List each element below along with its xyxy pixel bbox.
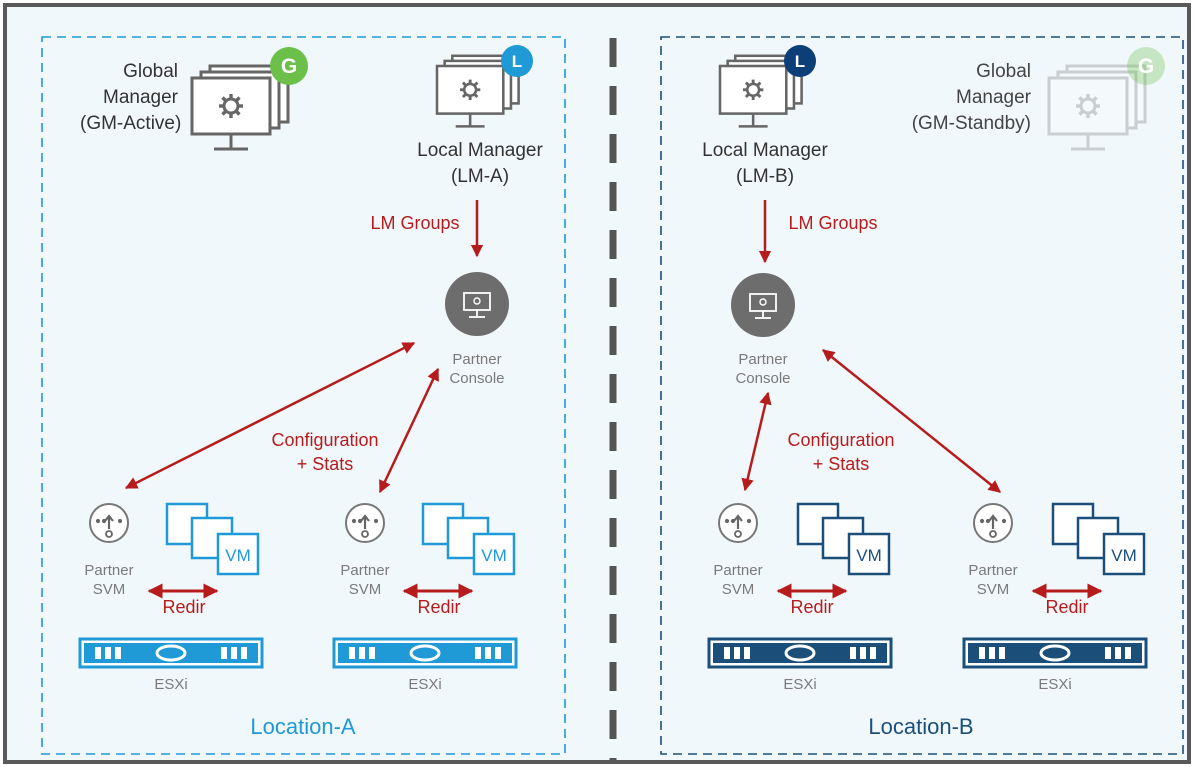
svm-a2-icon [344, 502, 386, 544]
config-arrow-b1 [741, 391, 772, 492]
gm-standby-line-2: Manager [956, 87, 1031, 108]
partner-console-a-label: Partner Console [437, 350, 517, 388]
gm-standby-line-1: Global [976, 61, 1031, 82]
svm-a1-line-1: Partner [84, 562, 134, 579]
esxi-b1-icon [707, 637, 893, 669]
config-arrow-a2 [378, 367, 440, 494]
vm-stack-b2-icon [1051, 502, 1146, 576]
lm-a-line-2: (LM-A) [450, 166, 510, 187]
vm-label-a1: VM [225, 546, 251, 565]
lm-b-line-1: Local Manager [702, 140, 828, 161]
global-badge-a-letter: G [281, 55, 297, 78]
svm-b2-label: Partner SVM [958, 561, 1028, 599]
gm-active-line-3: (GM-Active) [80, 113, 182, 134]
config-stats-a-line-1: Configuration [271, 430, 379, 450]
esxi-a1-label: ESXi [154, 676, 188, 693]
redir-label-a1: Redir [162, 597, 206, 617]
vm-stack-b1-icon [796, 502, 891, 576]
gm-standby-line-3: (GM-Standby) [911, 113, 1031, 134]
global-badge-b [1127, 47, 1165, 85]
lm-groups-label-a: LM Groups [370, 213, 460, 233]
config-stats-b-line-1: Configuration [787, 430, 895, 450]
gm-active-line-1: Global [123, 61, 178, 82]
svm-a1-line-2: SVM [92, 581, 126, 598]
local-badge-b-letter: L [795, 52, 805, 71]
lm-b-label: Local Manager (LM-B) [680, 138, 850, 190]
redir-label-b1: Redir [790, 597, 834, 617]
vm-label-b1: VM [856, 546, 882, 565]
svm-a2-line-1: Partner [340, 562, 390, 579]
esxi-b1-label: ESXi [783, 676, 817, 693]
esxi-a2-icon [332, 637, 518, 669]
vm-stack-a1-icon [165, 502, 260, 576]
svm-b2-line-2: SVM [976, 581, 1010, 598]
partner-console-b-label: Partner Console [723, 350, 803, 388]
svm-b1-label: Partner SVM [703, 561, 773, 599]
partner-console-b-line-1: Partner [738, 351, 788, 368]
redir-label-b2: Redir [1045, 597, 1089, 617]
config-stats-label-a: Configuration + Stats [255, 428, 395, 476]
location-b-label: Location-B [868, 714, 974, 739]
local-badge-b [784, 45, 816, 77]
svm-b2-line-1: Partner [968, 562, 1018, 579]
svm-a1-icon [88, 502, 130, 544]
location-b-box [660, 36, 1184, 755]
esxi-b2-label: ESXi [1038, 676, 1072, 693]
local-badge-a [501, 45, 533, 77]
svm-b1-icon [717, 502, 759, 544]
svm-a2-line-2: SVM [348, 581, 382, 598]
vm-stack-a2-icon [421, 502, 516, 576]
esxi-a2-label: ESXi [408, 676, 442, 693]
svm-b1-line-1: Partner [713, 562, 763, 579]
partner-console-b-line-2: Console [735, 370, 791, 387]
vm-label-a2: VM [481, 546, 507, 565]
svm-a2-label: Partner SVM [330, 561, 400, 599]
svm-b2-icon [972, 502, 1014, 544]
config-stats-label-b: Configuration + Stats [771, 428, 911, 476]
gm-active-label: Global Manager (GM-Active) [80, 59, 182, 137]
vm-label-b2: VM [1111, 546, 1137, 565]
config-stats-b-line-2: + Stats [812, 454, 870, 474]
svm-a1-label: Partner SVM [74, 561, 144, 599]
config-stats-a-line-2: + Stats [296, 454, 354, 474]
lm-a-label: Local Manager (LM-A) [395, 138, 565, 190]
gm-active-line-2: Manager [103, 87, 178, 108]
lm-b-line-2: (LM-B) [735, 166, 795, 187]
global-badge-b-letter: G [1138, 55, 1154, 78]
esxi-a1-icon [78, 637, 264, 669]
partner-console-a-line-1: Partner [452, 351, 502, 368]
config-arrow-a1 [124, 341, 416, 490]
partner-console-a-line-2: Console [449, 370, 505, 387]
local-badge-a-letter: L [512, 52, 522, 71]
svm-b1-line-2: SVM [721, 581, 755, 598]
config-arrow-b2 [822, 349, 1001, 493]
lm-a-line-1: Local Manager [417, 140, 543, 161]
gm-standby-label: Global Manager (GM-Standby) [895, 59, 1031, 137]
lm-groups-label-b: LM Groups [788, 213, 878, 233]
location-a-box [41, 36, 566, 755]
global-badge-a [270, 47, 308, 85]
redir-label-a2: Redir [417, 597, 461, 617]
esxi-b2-icon [962, 637, 1148, 669]
location-a-label: Location-A [250, 714, 356, 739]
